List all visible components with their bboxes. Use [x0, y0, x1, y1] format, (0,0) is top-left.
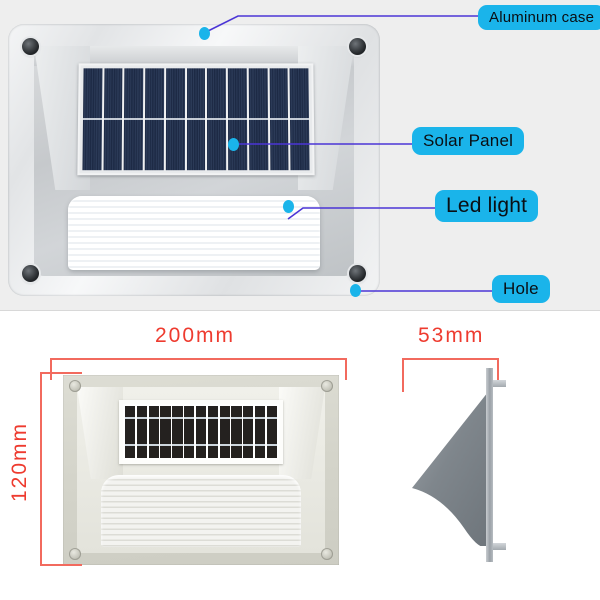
solar-cell — [227, 68, 248, 171]
solar-cell — [248, 68, 268, 171]
screw-hole-bottom-right — [349, 265, 366, 282]
dimension-tick-depth-left — [402, 358, 404, 392]
drawing-solar-cell — [148, 406, 160, 458]
drawing-led-diffuser — [101, 475, 301, 547]
solar-cell — [165, 68, 185, 171]
side-back-plate — [486, 368, 493, 562]
dimension-label-width: 200mm — [155, 324, 236, 347]
solar-cell — [186, 68, 206, 171]
solar-panel-cells — [82, 68, 310, 171]
dimension-line-depth — [402, 358, 499, 360]
drawing-screw-top-left — [69, 380, 81, 392]
callout-label-aluminum-case: Aluminum case — [478, 5, 600, 31]
drawing-solar-cell — [243, 406, 254, 458]
dimension-tick-width-right — [345, 358, 347, 380]
drawing-right-wall — [279, 387, 325, 479]
drawing-solar-cell — [172, 406, 183, 458]
drawing-solar-cell — [254, 406, 266, 458]
screw-hole-bottom-left — [22, 265, 39, 282]
solar-cell — [103, 68, 123, 171]
drawing-solar-cell — [219, 406, 231, 458]
dimension-line-width — [50, 358, 347, 360]
side-profile-drawing — [398, 368, 528, 578]
callout-label-hole: Hole — [492, 275, 550, 303]
dimension-tick-height-top — [40, 372, 82, 374]
drawing-solar-cell — [231, 406, 242, 458]
dimension-tick-width-left — [50, 358, 52, 380]
solar-cell — [124, 68, 144, 171]
case-recess — [34, 46, 354, 276]
callout-dot-hole — [350, 284, 361, 297]
dimension-label-height: 120mm — [8, 421, 31, 502]
drawing-solar-cell — [195, 406, 207, 458]
callout-label-solar-panel: Solar Panel — [412, 127, 525, 155]
recess-top-wall — [34, 46, 354, 66]
led-light-diffuser — [68, 196, 320, 270]
side-profile-wedge — [412, 392, 488, 546]
callout-dot-led-light — [283, 200, 294, 213]
dimension-line-height — [40, 372, 42, 566]
drawing-solar-cell — [160, 406, 172, 458]
side-mounting-tab-top — [493, 380, 506, 387]
drawing-case-recess — [77, 387, 325, 553]
aluminum-case-body — [8, 24, 380, 296]
dimension-tick-height-bottom — [40, 564, 82, 566]
front-elevation-drawing — [63, 375, 339, 565]
dimension-label-depth: 53mm — [418, 324, 485, 347]
solar-panel — [77, 63, 315, 176]
drawing-solar-cell — [125, 406, 136, 458]
solar-cell — [207, 68, 227, 171]
drawing-solar-cell — [184, 406, 195, 458]
drawing-solar-cell — [136, 406, 148, 458]
callout-dot-aluminum-case — [199, 27, 210, 40]
solar-cell — [144, 68, 165, 171]
screw-hole-top-left — [22, 38, 39, 55]
callout-dot-solar-panel — [228, 138, 239, 151]
solar-cell — [82, 68, 103, 171]
annotated-photo-section: Aluminum case Solar Panel Led light Hole — [0, 0, 600, 311]
drawing-screw-top-right — [321, 380, 333, 392]
dimension-tick-depth-right — [497, 358, 499, 380]
drawing-screw-bottom-left — [69, 548, 81, 560]
screw-hole-top-right — [349, 38, 366, 55]
solar-cell — [269, 68, 289, 171]
drawing-left-wall — [77, 387, 123, 479]
side-mounting-tab-bottom — [493, 543, 506, 550]
drawing-solar-cell — [207, 406, 219, 458]
callout-label-led-light: Led light — [435, 190, 539, 223]
drawing-solar-cell — [266, 406, 278, 458]
product-photo-front-view — [8, 24, 380, 296]
section-divider — [0, 310, 600, 311]
drawing-screw-bottom-right — [321, 548, 333, 560]
solar-cell — [289, 68, 310, 171]
drawing-solar-panel — [119, 400, 283, 464]
